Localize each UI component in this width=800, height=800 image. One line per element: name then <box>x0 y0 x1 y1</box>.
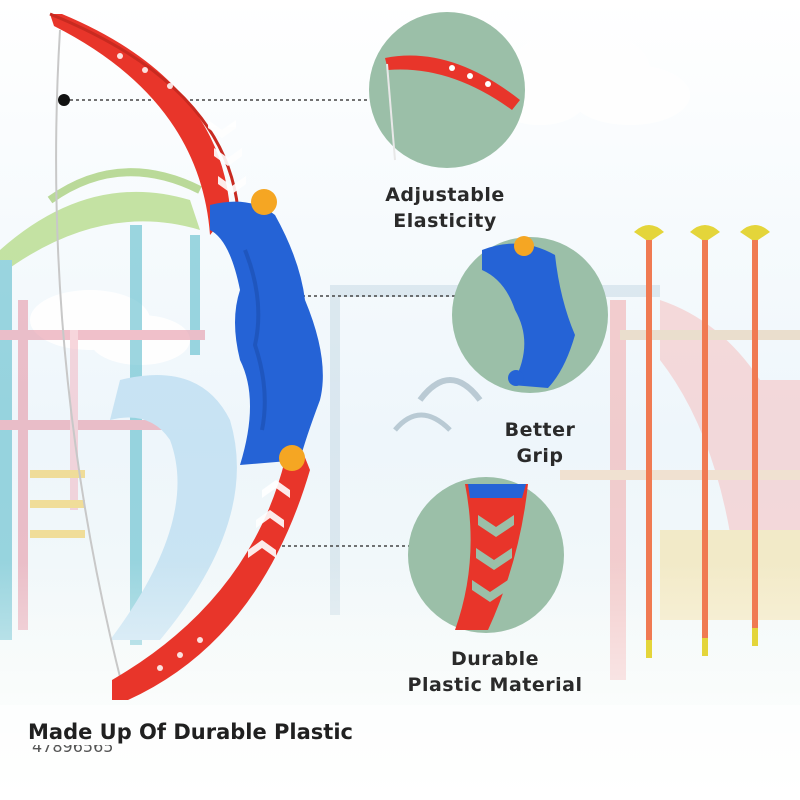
callout-dot-elasticity <box>58 94 70 106</box>
feature-label-line: Plastic Material <box>407 674 583 696</box>
caption-text: Made Up Of Durable Plastic <box>28 720 353 744</box>
bow-knob-top <box>251 189 277 215</box>
feature-label-grip: Better Grip <box>460 417 620 469</box>
feature-label-material: Durable Plastic Material <box>380 646 610 698</box>
arrow-3 <box>740 225 770 646</box>
callout-lines <box>64 99 460 547</box>
bow <box>49 12 323 700</box>
arrows <box>634 225 770 658</box>
feature-label-line: Durable <box>451 648 539 670</box>
feature-label-line: Elasticity <box>393 210 497 232</box>
inset-material <box>408 477 564 633</box>
inset-elasticity <box>369 12 525 168</box>
feature-label-line: Better <box>504 419 576 441</box>
bow-grip <box>210 201 323 465</box>
bowstring <box>55 29 123 686</box>
feature-label-line: Grip <box>516 445 564 467</box>
arrow-2 <box>690 225 720 656</box>
feature-label-line: Adjustable <box>385 184 505 206</box>
caption-band <box>0 705 800 800</box>
inset-grip <box>452 236 608 393</box>
stray-text-value: 47896565 <box>32 745 114 756</box>
clouds <box>30 30 690 365</box>
feature-label-elasticity: Adjustable Elasticity <box>330 182 560 234</box>
arrow-1 <box>634 225 664 658</box>
stray-text: 47896565 <box>32 745 192 759</box>
bow-knob-bottom <box>279 445 305 471</box>
